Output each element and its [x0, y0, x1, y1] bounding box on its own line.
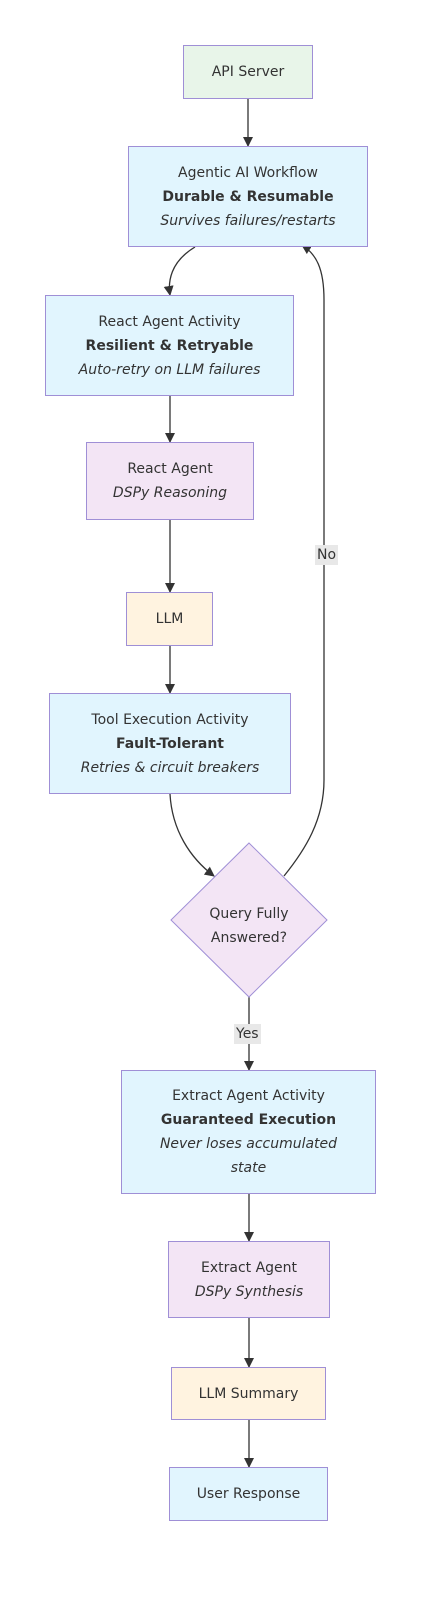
llm-summary-node: LLM Summary [171, 1367, 326, 1420]
edge-decision-no-to-workflow [283, 244, 325, 877]
extract-activity-bold: Guaranteed Execution [160, 1112, 337, 1128]
user-response-node: User Response [169, 1467, 328, 1521]
tool-activity-node: Tool Execution Activity Fault-Tolerant R… [49, 693, 291, 794]
tool-activity-italic: Retries & circuit breakers [80, 759, 260, 776]
decision-line1: Query Fully [209, 906, 289, 922]
llm-label: LLM [155, 611, 184, 627]
workflow-italic: Survives failures/restarts [160, 212, 336, 229]
react-activity-italic: Auto-retry on LLM failures [78, 361, 261, 378]
tool-activity-title: Tool Execution Activity [91, 711, 249, 728]
workflow-node: Agentic AI Workflow Durable & Resumable … [128, 146, 368, 247]
react-activity-node: React Agent Activity Resilient & Retryab… [45, 295, 294, 396]
decision-diamond [170, 842, 328, 998]
llm-summary-label: LLM Summary [198, 1385, 299, 1402]
tool-activity-bold: Fault-Tolerant [115, 735, 224, 752]
decision-label: Query Fully Answered? [172, 902, 326, 950]
edge-tool-activity-to-decision [169, 793, 215, 877]
extract-activity-title: Extract Agent Activity [172, 1088, 325, 1104]
edge-label-yes: Yes [234, 1024, 261, 1044]
react-agent-title: React Agent [127, 461, 213, 477]
api-server-node: API Server [183, 45, 313, 99]
extract-agent-node: Extract Agent DSPy Synthesis [168, 1241, 330, 1318]
decision-line2: Answered? [210, 930, 288, 946]
extract-agent-italic: DSPy Synthesis [194, 1283, 304, 1300]
workflow-title: Agentic AI Workflow [178, 164, 318, 181]
react-activity-bold: Resilient & Retryable [85, 337, 254, 354]
workflow-bold: Durable & Resumable [162, 188, 334, 205]
extract-activity-node: Extract Agent Activity Guaranteed Execut… [121, 1070, 376, 1194]
extract-activity-italic-2: state [230, 1160, 267, 1176]
edge-workflow-to-react-activity [163, 246, 196, 296]
api-server-label: API Server [211, 64, 285, 80]
user-response-label: User Response [196, 1486, 301, 1502]
react-agent-node: React Agent DSPy Reasoning [86, 442, 254, 520]
extract-activity-italic-1: Never loses accumulated [159, 1136, 338, 1152]
react-activity-title: React Agent Activity [98, 313, 241, 330]
react-agent-italic: DSPy Reasoning [112, 485, 228, 501]
llm-node: LLM [126, 592, 213, 646]
extract-agent-title: Extract Agent [200, 1259, 298, 1276]
edge-label-no: No [315, 545, 339, 565]
